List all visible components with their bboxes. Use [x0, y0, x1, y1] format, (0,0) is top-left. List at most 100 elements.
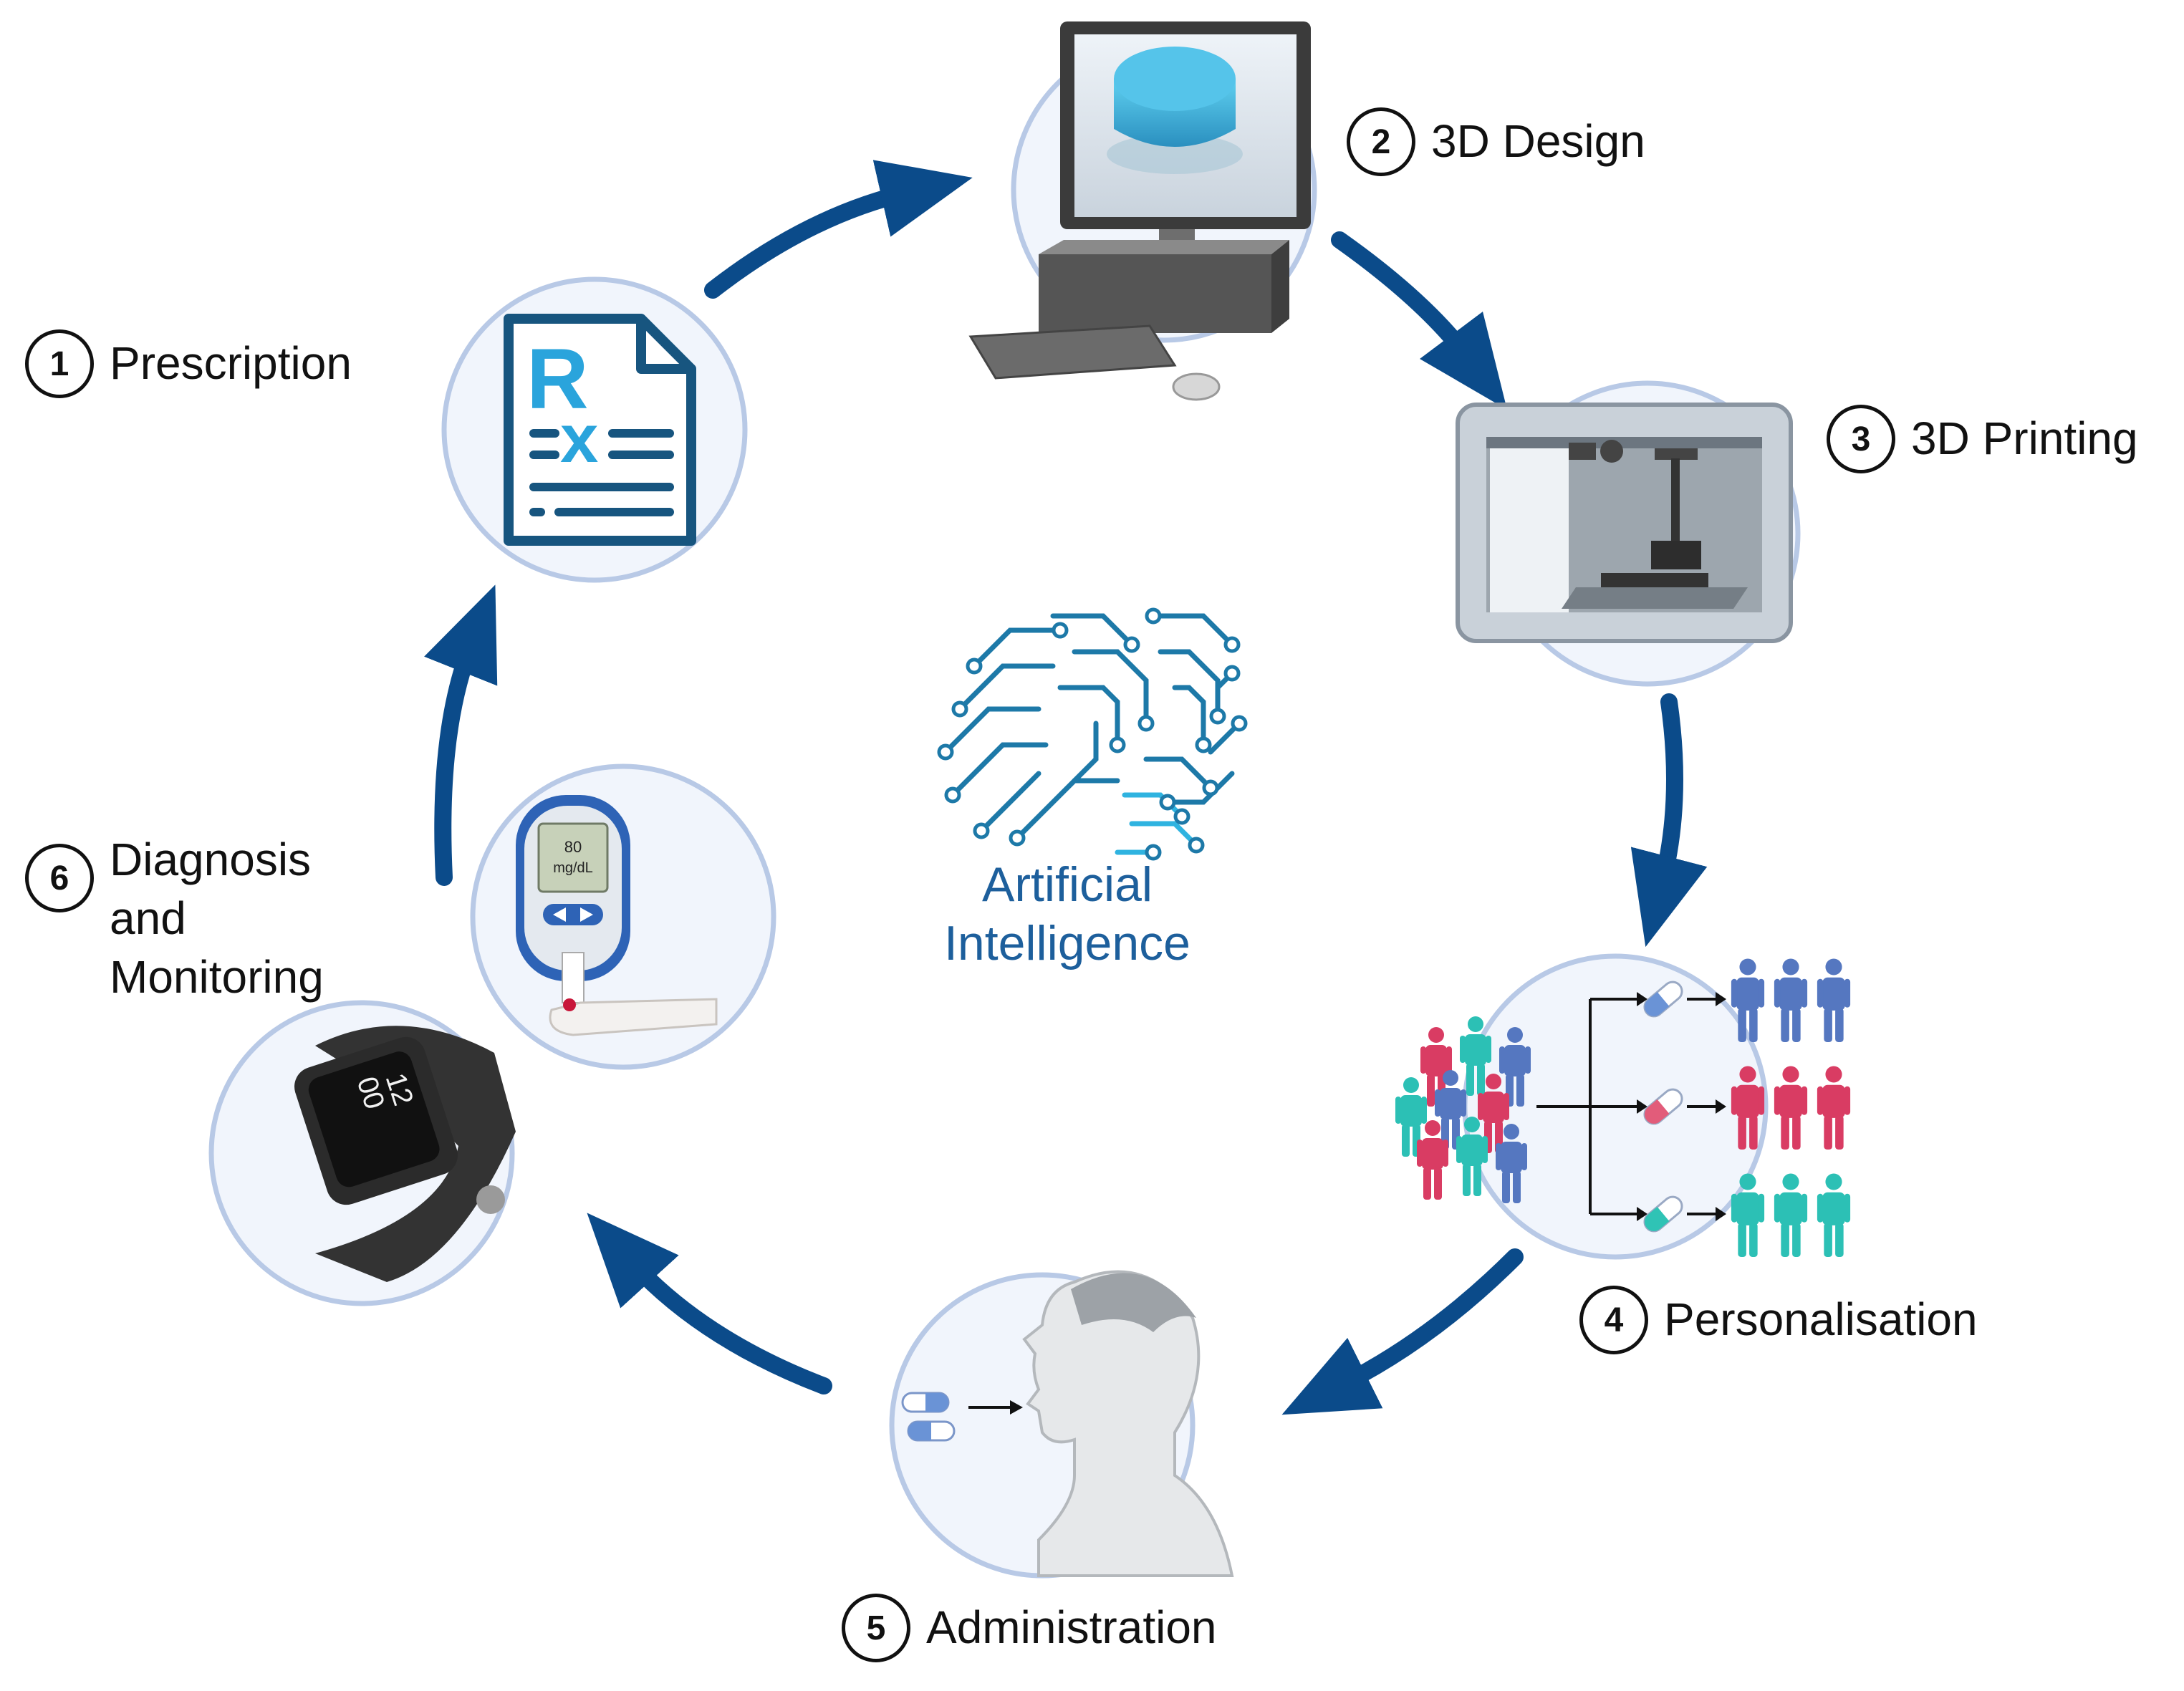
crowd-person-2 — [1460, 1016, 1491, 1096]
step-1-title: Prescription — [110, 337, 352, 390]
brain-node-21 — [1145, 607, 1162, 625]
brain-node-7 — [1123, 636, 1140, 653]
brain-node-5 — [973, 822, 990, 839]
group-3-person-2 — [1774, 1173, 1808, 1257]
arrow-6-to-1 — [424, 584, 498, 886]
brain-trace-7 — [1050, 613, 1135, 647]
group-1-person-2 — [1774, 958, 1808, 1042]
brain-node-3 — [937, 743, 954, 761]
glucometer-unit: mg/dL — [553, 860, 593, 876]
brain-node-20 — [1052, 622, 1069, 639]
brain-node-13 — [1202, 779, 1219, 796]
cycle-arrows — [424, 160, 1708, 1415]
swallowing-pills-icon — [889, 1270, 1234, 1579]
brain-trace-17 — [1165, 771, 1235, 805]
glucometer-and-smartwatch-icon: 80 mg/dL 12 00 — [208, 763, 776, 1306]
svg-text:R: R — [526, 331, 589, 427]
step-5-label: 5 Administration — [842, 1594, 1217, 1662]
brain-trace-5 — [978, 771, 1042, 834]
brain-trace-2 — [957, 663, 1056, 712]
step-4-label: 4 Personalisation — [1579, 1286, 1978, 1354]
step-3-title: 3D Printing — [1911, 413, 2138, 465]
step-6-number: 6 — [25, 844, 94, 912]
arrow-2-to-3 — [1331, 231, 1508, 410]
crowd-person-5 — [1435, 1070, 1466, 1150]
crowd-person-8 — [1456, 1117, 1488, 1196]
capsule-2 — [1643, 1088, 1683, 1125]
brain-node-10 — [1223, 636, 1241, 653]
brain-node-2 — [951, 700, 968, 718]
group-2-person-2 — [1774, 1066, 1808, 1150]
group-3-person-3 — [1817, 1173, 1851, 1257]
step-2-label: 2 3D Design — [1347, 107, 1645, 176]
brain-node-17 — [1173, 808, 1190, 825]
brain-node-19 — [1145, 844, 1162, 861]
brain-accent-trace-2 — [1129, 821, 1199, 848]
smartwatch-icon: 12 00 — [294, 1026, 516, 1282]
ai-label-line-1: Artificial — [981, 857, 1153, 912]
capsule-3 — [1643, 1195, 1683, 1233]
brain-node-12 — [1195, 736, 1212, 753]
brain-trace-4 — [950, 742, 1049, 798]
ai-brain-icon — [937, 607, 1248, 861]
group-2-person-3 — [1817, 1066, 1851, 1150]
crowd-person-1 — [1420, 1027, 1452, 1107]
brain-node-8 — [1137, 715, 1155, 732]
ai-label-line-2: Intelligence — [943, 915, 1191, 970]
group-2-person-1 — [1731, 1066, 1765, 1150]
brain-node-4 — [944, 786, 961, 804]
step-6-title-line-3: Monitoring — [110, 950, 324, 1003]
glucometer-value: 80 — [564, 838, 582, 856]
brain-node-6 — [1009, 829, 1026, 847]
brain-trace-8 — [1072, 649, 1149, 726]
arrow-4-to-5 — [1281, 1248, 1524, 1415]
brain-node-18 — [1188, 837, 1205, 854]
ai-label: Artificial Intelligence — [888, 856, 1246, 973]
capsule-1 — [1643, 981, 1683, 1018]
step-6-label: 6 Diagnosis and Monitoring — [25, 831, 324, 1007]
brain-trace-14 — [1143, 756, 1213, 791]
brain-trace-11 — [1150, 613, 1235, 647]
group-1-person-3 — [1817, 958, 1851, 1042]
brain-node-1 — [966, 657, 983, 675]
step-5-title: Administration — [926, 1601, 1217, 1654]
brain-node-15 — [1231, 715, 1248, 732]
group-1-person-1 — [1731, 958, 1765, 1042]
glucometer-icon: 80 mg/dL — [516, 795, 718, 1036]
step-6-title-line-2: and — [110, 892, 186, 944]
brain-trace-6 — [1014, 778, 1120, 841]
brain-trace-13 — [1172, 685, 1206, 748]
step-6-title: Diagnosis and Monitoring — [110, 831, 324, 1007]
crowd-person-7 — [1417, 1120, 1448, 1200]
step-6-title-line-1: Diagnosis — [110, 834, 312, 885]
step-3-number: 3 — [1827, 405, 1895, 473]
brain-node-9 — [1109, 736, 1126, 753]
arrow-3-to-4 — [1630, 693, 1708, 948]
step-1-label: 1 Prescription — [25, 329, 352, 398]
arrow-1-to-2 — [704, 160, 973, 299]
brain-node-14 — [1223, 665, 1241, 682]
crowd-person-9 — [1496, 1124, 1527, 1203]
step-4-number: 4 — [1579, 1286, 1648, 1354]
patient-groups-icon — [1395, 953, 1851, 1260]
arrow-5-to-6 — [587, 1213, 832, 1394]
brain-trace-3 — [943, 706, 1042, 755]
step-3-label: 3 3D Printing — [1827, 405, 2138, 473]
computer-icon — [968, 21, 1317, 401]
brain-node-16 — [1159, 794, 1176, 811]
brain-node-11 — [1209, 708, 1226, 725]
group-3-person-1 — [1731, 1173, 1765, 1257]
brain-accent-trace-1 — [1122, 792, 1185, 819]
3d-printer-icon — [1456, 380, 1801, 687]
svg-text:x: x — [560, 400, 598, 477]
brain-trace-9 — [1057, 685, 1120, 748]
step-2-number: 2 — [1347, 107, 1415, 176]
brain-trace-1 — [971, 627, 1063, 669]
step-2-title: 3D Design — [1431, 115, 1645, 168]
step-1-number: 1 — [25, 329, 94, 398]
step-5-number: 5 — [842, 1594, 910, 1662]
brain-trace-10 — [1072, 721, 1099, 784]
prescription-icon: R x — [441, 276, 748, 583]
brain-trace-12 — [1158, 649, 1221, 719]
